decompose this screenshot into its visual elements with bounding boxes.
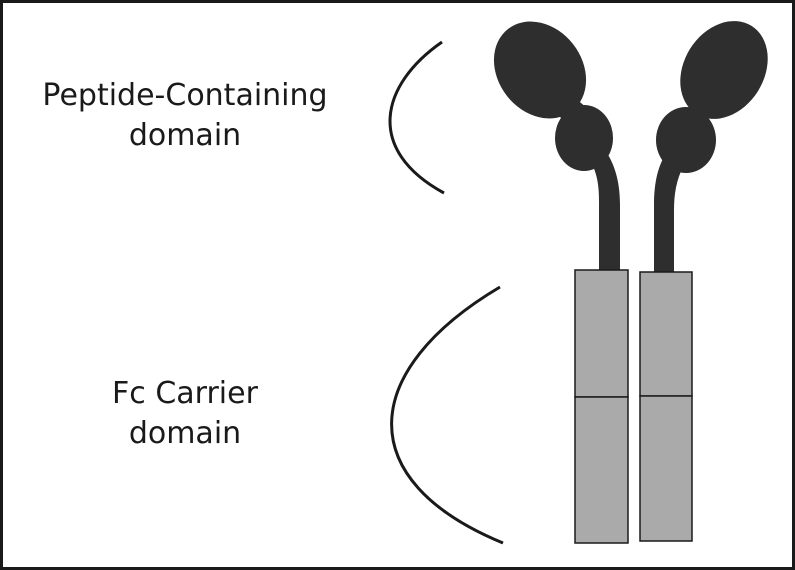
- left-arm-stem: [590, 150, 620, 272]
- peptide-label-line-1: Peptide-Containing: [42, 78, 328, 113]
- fc-label-line-2: domain: [128, 416, 242, 451]
- right-arm-top-lobe: [680, 21, 768, 119]
- right-peptide-arm: [654, 21, 768, 274]
- fc-right-upper-block: [639, 271, 693, 397]
- fc-domain-bracket: [390, 285, 504, 545]
- peptide-containing-domain-label: Peptide-Containing domain: [20, 76, 350, 156]
- fc-left-lower-block: [574, 396, 629, 544]
- left-peptide-arm: [493, 21, 620, 272]
- fc-carrier-domain-label: Fc Carrier domain: [60, 374, 310, 454]
- right-arm-stem: [654, 150, 684, 274]
- peptide-label-line-2: domain: [128, 118, 242, 153]
- fc-label-line-1: Fc Carrier: [112, 376, 258, 411]
- fc-left-upper-block: [574, 269, 629, 398]
- peptide-domain-bracket: [388, 40, 445, 195]
- fc-right-lower-block: [639, 395, 693, 542]
- fc-carrier-domain: [574, 269, 693, 544]
